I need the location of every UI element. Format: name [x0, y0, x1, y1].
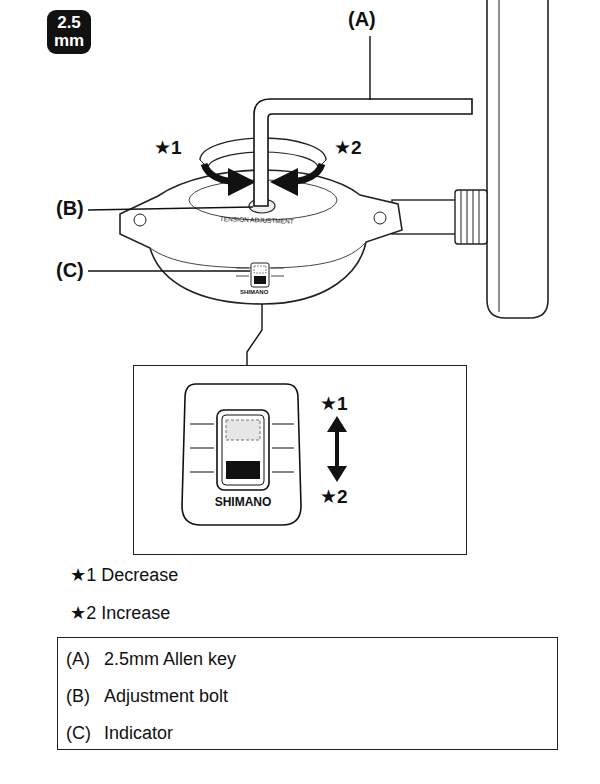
indicator-mark-min	[226, 420, 260, 440]
zoom-leader	[247, 304, 262, 365]
indicator-mark	[254, 266, 266, 273]
thread-line	[461, 190, 462, 244]
part-name: 2.5mm Allen key	[104, 649, 524, 671]
indicator-mark	[254, 276, 266, 284]
callout-number: ★1	[154, 137, 194, 159]
tool-size-icon: 2.5 mm	[47, 10, 91, 54]
double-arrow-head	[327, 416, 347, 432]
direction-note: ★1 Decrease	[70, 565, 320, 586]
indicator-slot	[271, 268, 284, 269]
indicator-mark-current	[226, 461, 260, 479]
crank-arm	[487, 0, 548, 318]
part-label: (C)	[56, 259, 106, 282]
indicator-slot	[272, 447, 294, 448]
brand-mark: SHIMANO	[200, 496, 286, 509]
leader-line	[369, 36, 370, 100]
callout-number: ★1	[320, 394, 360, 415]
part-label: (B)	[56, 197, 106, 220]
indicator-slot	[190, 447, 214, 448]
part-letter: (C)	[66, 723, 106, 745]
part-name: Indicator	[104, 723, 524, 745]
allen-key	[254, 99, 472, 206]
spindle-thread	[455, 190, 487, 244]
thread-line	[473, 190, 474, 244]
mount-bolt	[134, 214, 146, 226]
zoom-inset: ★1SHIMANO ★2	[133, 365, 467, 555]
increase-arrow	[284, 164, 322, 182]
callout-number: ★2	[320, 487, 360, 508]
indicator-slot	[236, 276, 249, 277]
indicator-slot	[271, 276, 284, 277]
indicator-window	[217, 410, 269, 490]
indicator-slot	[272, 423, 294, 424]
decrease-arrow	[204, 164, 242, 182]
part-name: Adjustment bolt	[104, 686, 524, 708]
indicator-face	[182, 384, 301, 525]
leader-line	[88, 270, 250, 271]
leader-line	[88, 207, 253, 210]
mount-bolt	[374, 212, 386, 224]
part-letter: (B)	[66, 686, 106, 708]
indicator-slot	[236, 268, 249, 269]
part-label: (A)	[348, 8, 398, 31]
double-arrow	[335, 428, 339, 470]
double-arrow-head	[327, 466, 347, 482]
indicator-slot	[190, 471, 214, 472]
thread-line	[467, 190, 468, 244]
crank-edge	[499, 0, 500, 312]
indicator-window-inner	[222, 415, 264, 485]
part-letter: (A)	[66, 649, 106, 671]
brand-mark: SHIMANO	[240, 289, 280, 296]
indicator-window	[251, 263, 269, 287]
callout-number: ★2	[334, 137, 374, 159]
tool-size: 2.5 mm	[47, 14, 91, 50]
thread-line	[479, 190, 480, 244]
indicator-slot	[272, 471, 294, 472]
direction-note: ★2 Increase	[70, 603, 320, 624]
indicator-slot	[190, 423, 214, 424]
parts-key-box: (A)2.5mm Allen key (B)Adjustment bolt (C)I…	[57, 637, 558, 750]
